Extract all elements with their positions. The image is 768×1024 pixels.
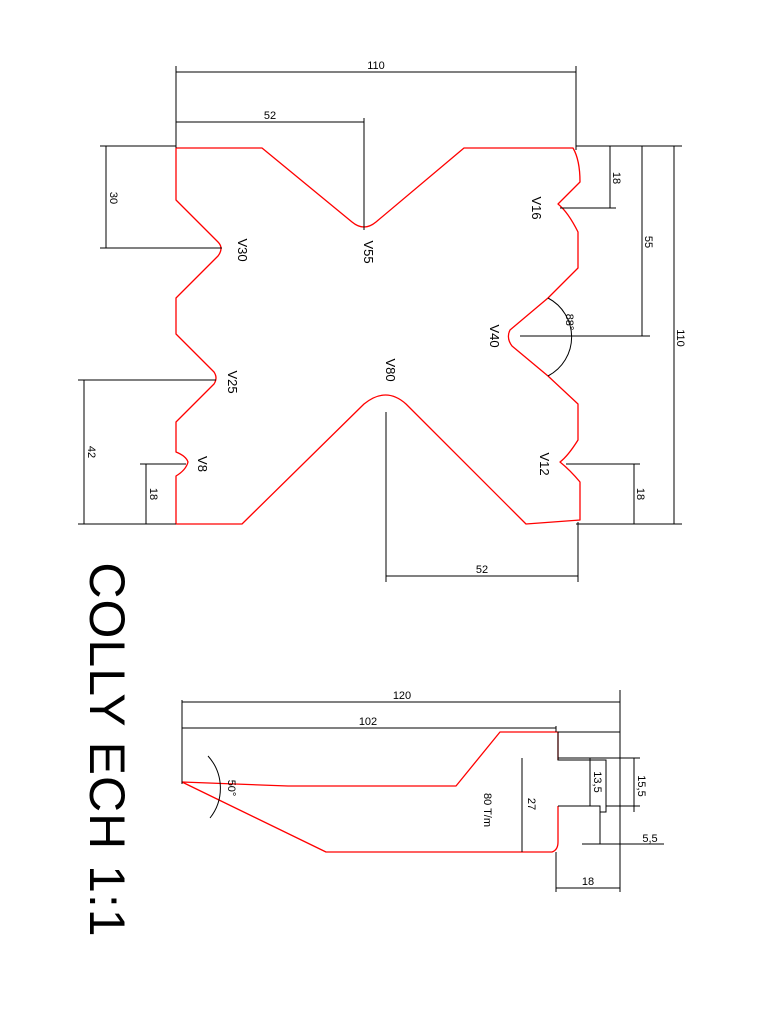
die-drawing: 110 52 52 110 55 18 18 30 42 18 88° V30 … [78,60,686,582]
dim-5-5: 5,5 [642,833,657,845]
angle-arc-88 [547,297,573,377]
dim-right-top-18: 18 [610,172,622,184]
dim-left-18: 18 [147,488,159,500]
groove-label-v80: V80 [383,358,398,381]
dim-angle-88: 88° [563,314,575,331]
groove-label-v8: V8 [195,456,210,472]
dim-height-27: 27 [525,798,537,810]
dim-right-bottom-18: 18 [634,488,646,500]
dim-13-5: 13,5 [591,771,603,792]
groove-label-v30: V30 [235,238,250,261]
groove-label-v16: V16 [529,196,544,219]
groove-label-v55: V55 [361,240,376,263]
dim-left-30: 30 [107,192,119,204]
dim-length-120: 120 [393,690,411,702]
dim-angle-50: 50° [225,780,237,797]
die-profile [175,147,581,525]
dim-18: 18 [582,876,594,888]
dim-width-110: 110 [367,60,385,72]
punch-profile [181,731,559,853]
dim-left-42: 42 [85,446,97,458]
punch-load: 80 T/m [481,793,493,827]
groove-label-v40: V40 [487,324,502,347]
groove-label-v25: V25 [225,370,240,393]
angle-arc-50 [207,755,221,819]
dim-offset-bottom-52: 52 [476,564,488,576]
groove-label-v12: V12 [537,452,552,475]
punch-drawing: 120 102 50° 27 80 T/m 13,5 15,5 5,5 18 [181,690,664,892]
dim-length-102: 102 [359,716,377,728]
punch-extension-lines [181,690,664,892]
dim-height-110: 110 [674,329,686,347]
die-extension-lines [78,66,682,582]
dim-15-5: 15,5 [635,775,647,796]
punch-tang-edge [557,731,621,813]
dim-offset-top-52: 52 [264,110,276,122]
drawing-title: COLLY ECH 1:1 [79,562,135,937]
dim-right-55: 55 [642,236,654,248]
